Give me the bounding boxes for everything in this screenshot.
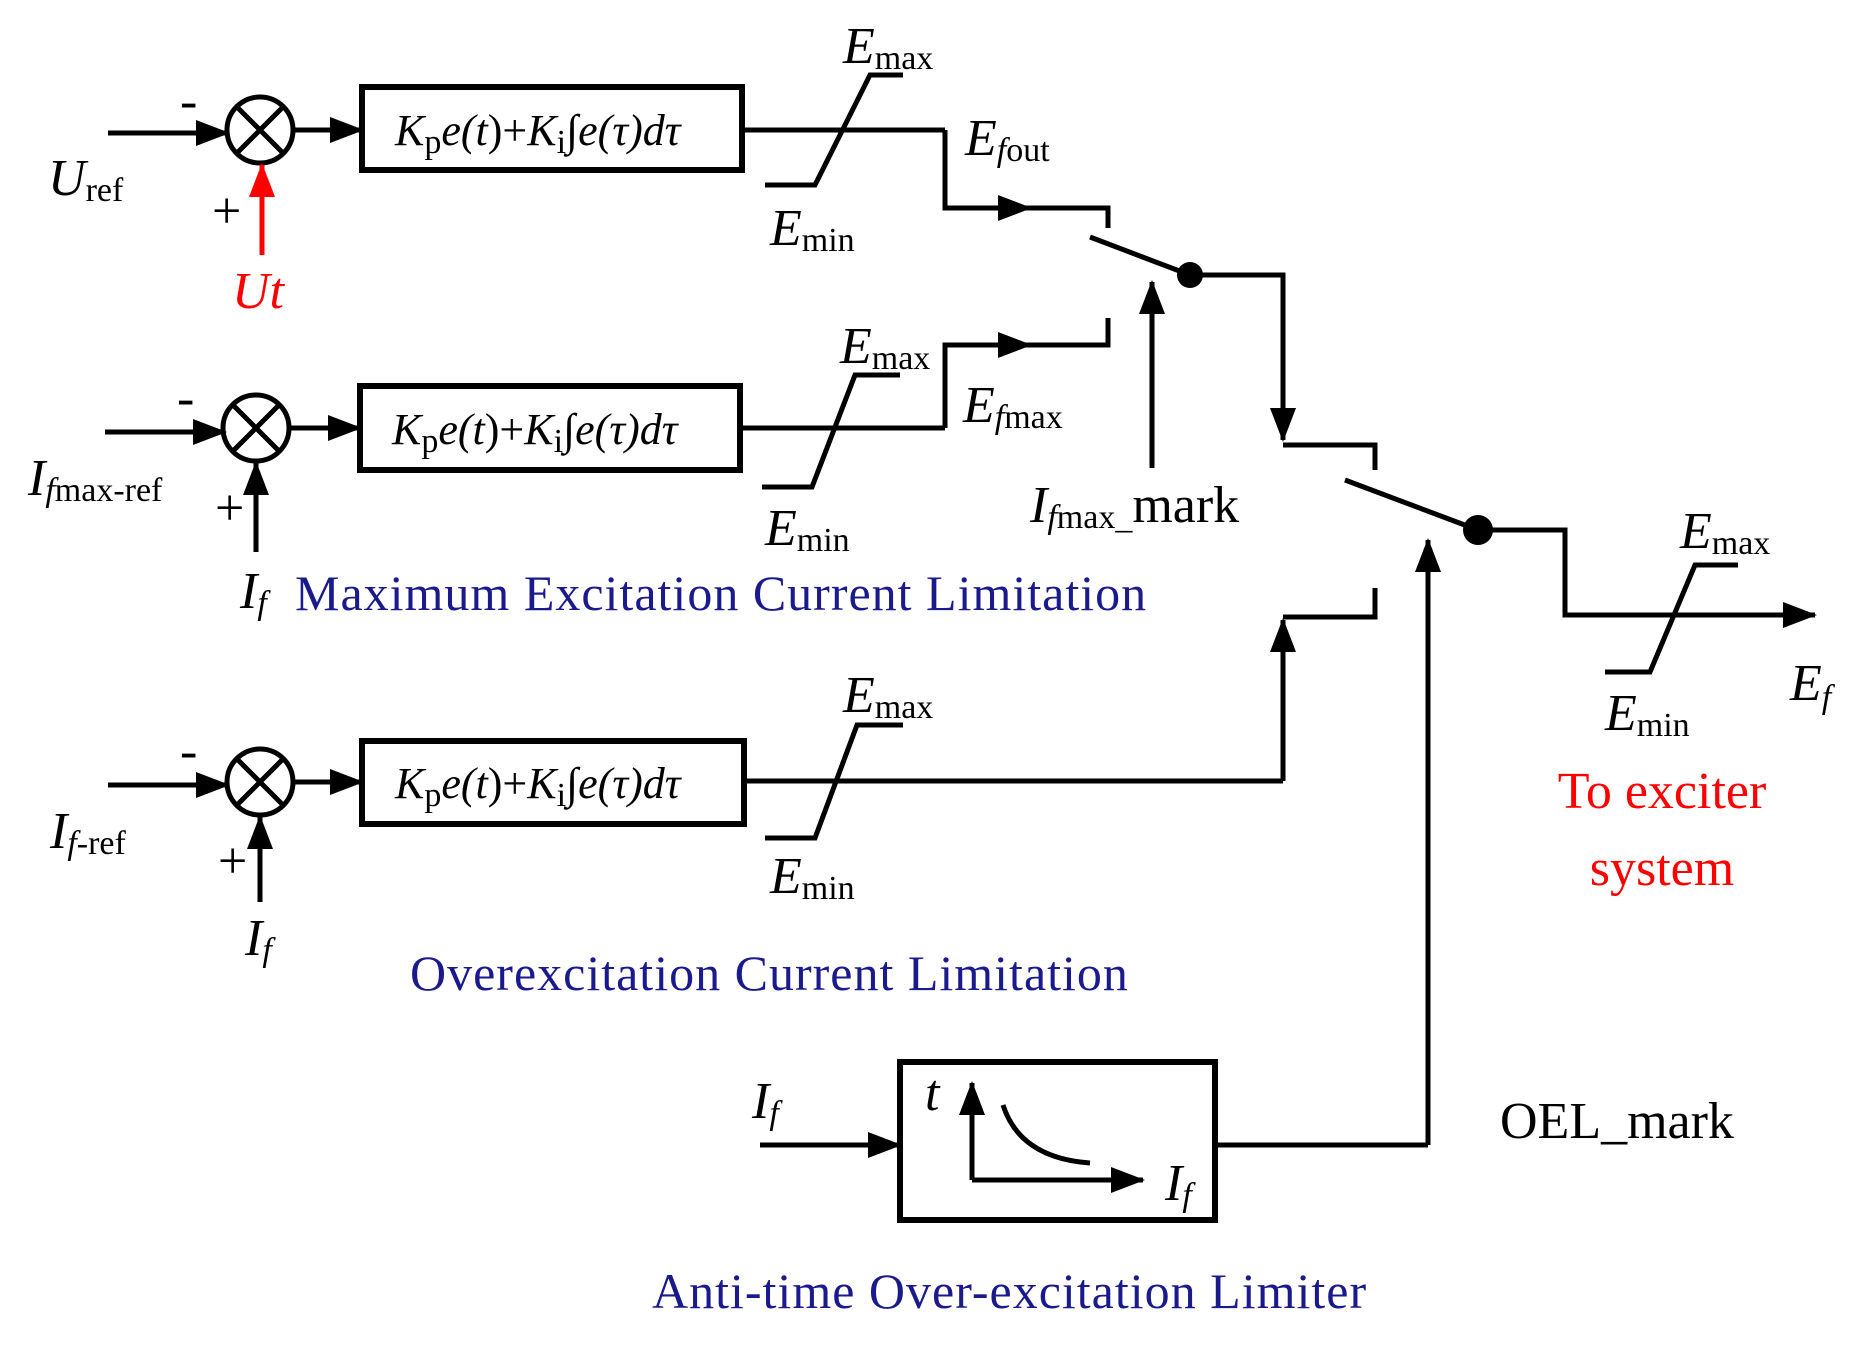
emin-label-2: Emin xyxy=(764,500,850,559)
switch2-upper-contact xyxy=(1283,442,1378,470)
caption-max-excitation: Maximum Excitation Current Limitation xyxy=(295,565,1147,621)
if-axis-label: If xyxy=(1164,1155,1196,1214)
to-exciter-line-1: To exciter xyxy=(1558,763,1767,820)
row-voltage-loop xyxy=(108,72,1032,255)
ifref-label: If-ref xyxy=(49,803,127,862)
minus-sign-3: - xyxy=(180,723,197,780)
efmax-arrow xyxy=(942,332,1032,428)
selector-switch-2 xyxy=(1283,442,1817,1145)
emax-label-out: Emax xyxy=(1679,503,1770,562)
inverse-time-curve xyxy=(1000,1104,1091,1166)
switch2-lower-contact xyxy=(1283,588,1378,620)
row-overexcitation xyxy=(108,618,1296,902)
oel-mark-label: OEL_mark xyxy=(1500,1093,1734,1150)
pi-formula-2: Kpe(t)+Ki∫e(τ)dτ xyxy=(391,405,680,460)
summing-junction-1 xyxy=(224,94,296,166)
emin-label-out: Emin xyxy=(1604,685,1690,744)
plus-sign-1: + xyxy=(212,183,241,240)
ifmax-mark-label: Ifmax_mark xyxy=(1029,477,1239,536)
emax-label-2: Emax xyxy=(839,318,930,377)
uref-label: Uref xyxy=(48,150,124,209)
if-label-3: If xyxy=(244,910,276,969)
caption-overexcitation: Overexcitation Current Limitation xyxy=(410,945,1129,1001)
emin-label-3: Emin xyxy=(769,848,855,907)
t-axis-label: t xyxy=(925,1065,941,1122)
pi-formula-1: Kpe(t)+Ki∫e(τ)dτ xyxy=(394,106,683,161)
minus-sign-2: - xyxy=(177,370,194,427)
ef-output-arrow xyxy=(1478,527,1817,628)
pi-formula-3: Kpe(t)+Ki∫e(τ)dτ xyxy=(394,759,683,814)
saturation-limiter-3 xyxy=(765,722,903,841)
saturation-limiter-2 xyxy=(762,372,900,490)
switch1-upper-contact xyxy=(1030,205,1111,228)
saturation-limiter-1 xyxy=(765,72,903,188)
anti-time-oel xyxy=(760,1059,1428,1223)
emax-label-3: Emax xyxy=(842,667,933,726)
to-exciter-line-2: system xyxy=(1590,840,1734,897)
switch1-to-switch2-arrow xyxy=(1190,272,1296,442)
efout-label: Efout xyxy=(964,110,1050,169)
emin-label-1: Emin xyxy=(769,200,855,259)
row-max-excitation xyxy=(105,332,1032,552)
minus-sign-1: - xyxy=(180,73,197,130)
emax-label-1: Emax xyxy=(842,18,933,77)
plus-sign-2: + xyxy=(215,480,244,537)
if-label-oel-input: If xyxy=(751,1073,783,1132)
if-label-2: If xyxy=(239,563,271,622)
switch1-lower-contact xyxy=(1030,318,1111,348)
ef-output-label: Ef xyxy=(1789,655,1836,716)
summing-junction-3 xyxy=(224,746,296,818)
switch2-blade xyxy=(1344,477,1479,533)
selector-switch-1 xyxy=(1030,205,1296,468)
caption-anti-time: Anti-time Over-excitation Limiter xyxy=(652,1263,1367,1319)
efmax-label: Efmax xyxy=(962,377,1063,436)
summing-junction-2 xyxy=(220,392,292,464)
switch1-blade xyxy=(1089,234,1191,278)
inverse-time-block xyxy=(897,1059,1218,1223)
ut-label: Ut xyxy=(232,263,286,320)
plus-sign-3: + xyxy=(218,833,247,890)
ifmaxref-label: Ifmax-ref xyxy=(27,450,163,509)
efout-arrow xyxy=(942,130,1032,221)
output-saturation-limiter xyxy=(1605,562,1738,675)
